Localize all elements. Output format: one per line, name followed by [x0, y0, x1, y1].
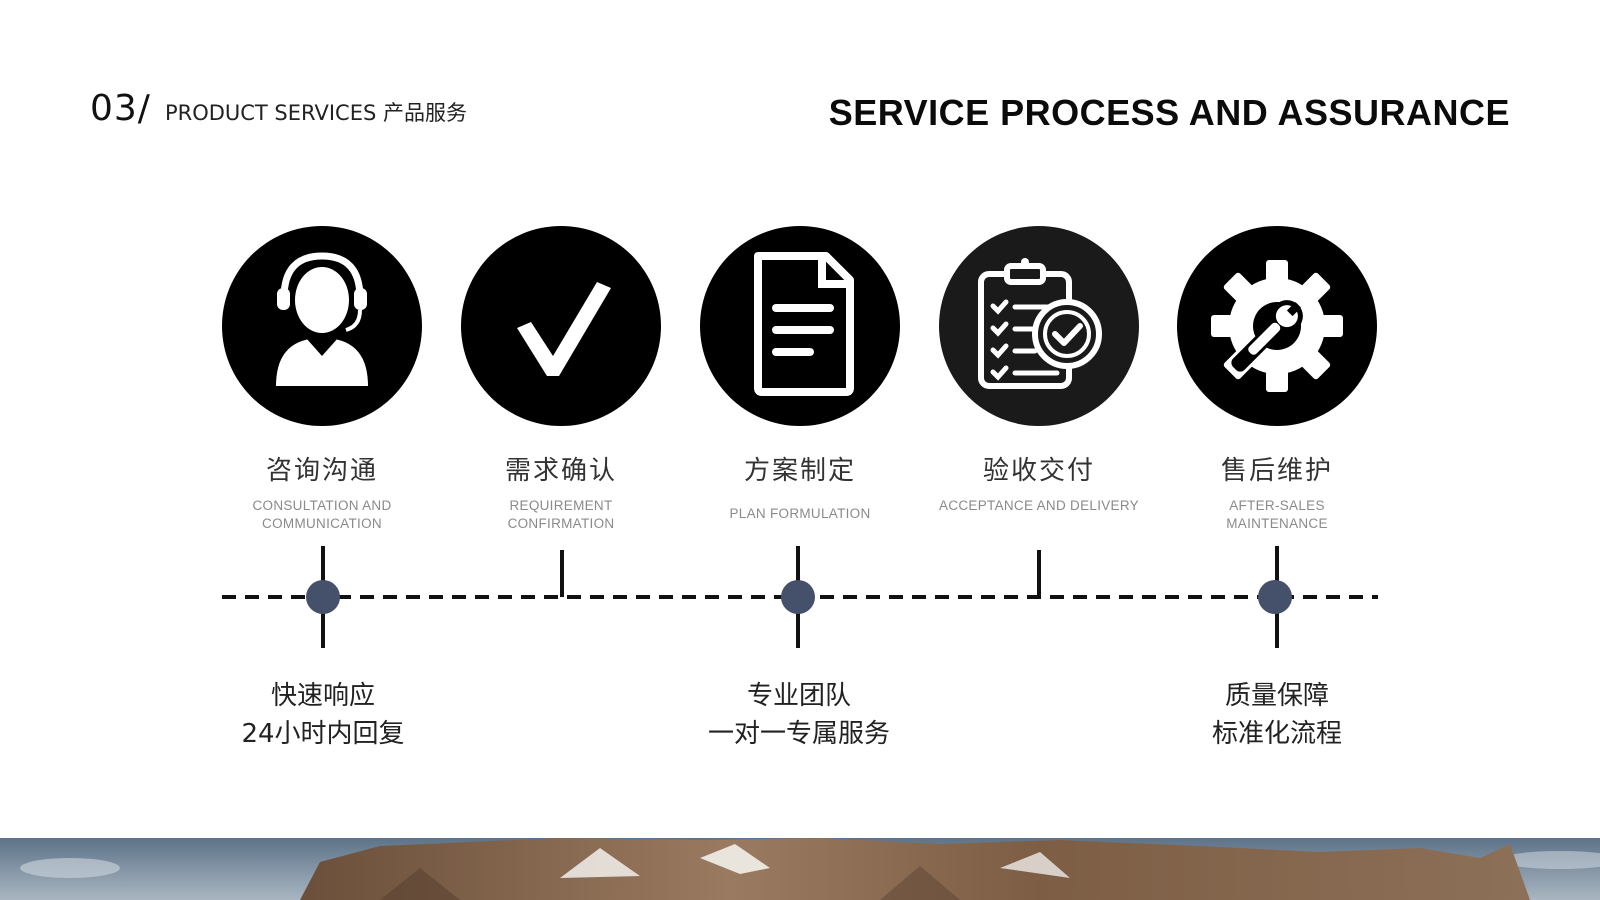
highlight-line1: 质量保障 — [1224, 681, 1329, 711]
headset-agent-icon — [276, 252, 368, 386]
step-after-sales: 售后维护 AFTER-SALES MAINTENANCE — [1177, 226, 1377, 533]
highlight-fast-response: 快速响应 24小时内回复 — [193, 677, 453, 753]
section-number: 03/ — [90, 88, 151, 129]
highlight-quality: 质量保障 标准化流程 — [1147, 677, 1407, 753]
step-title: 售后维护 — [1220, 456, 1333, 486]
highlight-professional-team: 专业团队 一对一专属服务 — [669, 677, 929, 753]
step-icon-circle — [222, 226, 422, 426]
highlight-line2: 24小时内回复 — [241, 719, 405, 749]
highlight-line2: 标准化流程 — [1211, 719, 1342, 749]
highlight-line1: 专业团队 — [746, 681, 851, 711]
document-icon — [754, 252, 854, 396]
section-label: PRODUCT SERVICES 产品服务 — [164, 101, 467, 125]
mountain-photo — [0, 838, 1600, 900]
step-title: 咨询沟通 — [265, 456, 378, 486]
step-icon-circle — [461, 226, 661, 426]
timeline-dot — [306, 580, 340, 614]
timeline-dot — [781, 580, 815, 614]
highlight-line1: 快速响应 — [270, 681, 375, 711]
step-title: 方案制定 — [743, 456, 856, 486]
step-subtitle: ACCEPTANCE AND DELIVERY — [939, 498, 1139, 513]
step-subtitle: PLAN FORMULATION — [729, 506, 871, 521]
step-acceptance: 验收交付 ACCEPTANCE AND DELIVERY — [939, 226, 1139, 515]
step-icon-circle — [939, 226, 1139, 426]
step-icon-circle — [700, 226, 900, 426]
gear-wrench-icon — [1211, 260, 1343, 392]
timeline — [222, 546, 1378, 648]
step-subtitle: CONSULTATION AND COMMUNICATION — [252, 498, 392, 531]
checkmark-icon — [517, 282, 611, 376]
step-subtitle: REQUIREMENT CONFIRMATION — [507, 498, 615, 531]
highlight-line2: 一对一专属服务 — [707, 719, 890, 749]
timeline-dot — [1258, 580, 1292, 614]
step-title: 需求确认 — [504, 456, 617, 486]
step-consultation: 咨询沟通 CONSULTATION AND COMMUNICATION — [222, 226, 422, 533]
step-plan: 方案制定 PLAN FORMULATION — [700, 226, 900, 523]
step-icon-circle — [1177, 226, 1377, 426]
step-requirement: 需求确认 REQUIREMENT CONFIRMATION — [461, 226, 661, 533]
section-header: 03/ PRODUCT SERVICES 产品服务 — [90, 88, 467, 129]
page-title: SERVICE PROCESS AND ASSURANCE — [828, 92, 1510, 133]
step-subtitle: AFTER-SALES MAINTENANCE — [1226, 498, 1328, 531]
step-title: 验收交付 — [982, 456, 1095, 486]
clipboard-check-icon — [978, 258, 1102, 389]
